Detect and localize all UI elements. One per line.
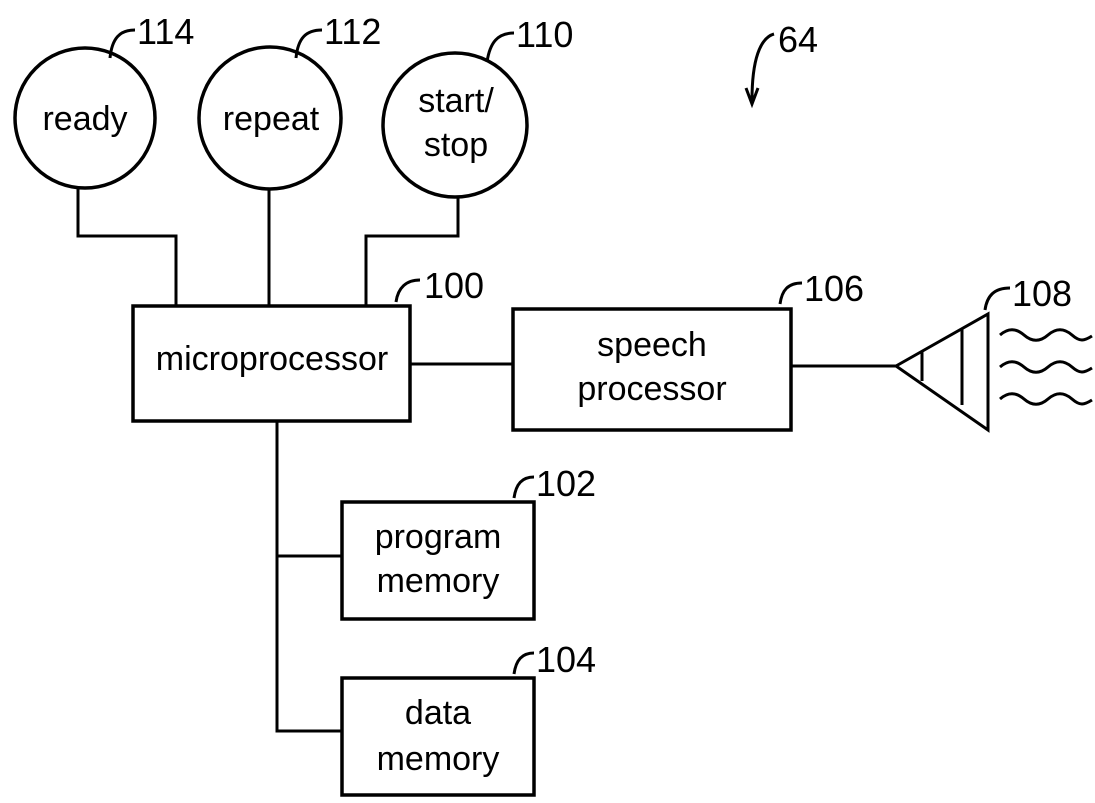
data-memory-label-line2: memory <box>377 740 500 778</box>
start-stop-wire <box>364 197 460 306</box>
sound-waves-icon <box>999 328 1093 406</box>
ready-wire <box>76 188 178 306</box>
repeat-ref-leader <box>294 28 323 59</box>
microprocessor-box <box>131 304 412 423</box>
data-memory-box <box>340 676 536 797</box>
program-memory-ref-leader <box>512 475 535 499</box>
speaker-ref: 108 <box>1012 273 1072 314</box>
memory-bus-wire <box>275 421 342 733</box>
speech-processor-box <box>511 307 793 432</box>
ready-button-label: ready <box>42 100 127 138</box>
sound-wave-2 <box>999 360 1093 374</box>
repeat-ref: 112 <box>324 11 381 52</box>
start-stop-button: start/ stop 110 <box>381 14 573 199</box>
sound-wave-1 <box>999 328 1093 342</box>
microprocessor-ref: 100 <box>424 265 484 306</box>
ready-button-circle <box>13 46 157 190</box>
microprocessor-ref-leader <box>394 278 421 303</box>
microprocessor-label: microprocessor <box>156 340 388 378</box>
program-memory-box <box>340 500 536 621</box>
program-memory-label-line1: program <box>375 518 502 556</box>
program-memory-block: program memory 102 <box>340 463 596 621</box>
speech-processor-block: speech processor 106 <box>511 268 864 432</box>
figure-number: 64 <box>778 19 818 60</box>
speaker-cone <box>893 311 990 433</box>
data-memory-label-line1: data <box>405 694 471 732</box>
ready-ref-leader <box>108 28 136 59</box>
start-stop-ref: 110 <box>516 14 573 55</box>
figure-arrow <box>750 32 775 101</box>
speech-processor-ref: 106 <box>804 268 864 309</box>
data-memory-ref: 104 <box>536 639 596 680</box>
program-memory-ref: 102 <box>536 463 596 504</box>
figure-arrowhead <box>744 87 760 109</box>
start-stop-label-line2: stop <box>424 126 488 164</box>
ready-button: ready 114 <box>13 11 194 190</box>
speaker-ref-leader <box>983 286 1011 311</box>
speech-processor-label-line1: speech <box>597 326 707 364</box>
data-memory-ref-leader <box>512 651 535 675</box>
speech-processor-ref-leader <box>778 281 803 305</box>
program-memory-label-line2: memory <box>377 562 500 600</box>
repeat-button: repeat 112 <box>197 11 381 191</box>
ready-ref: 114 <box>137 11 194 52</box>
start-stop-button-circle <box>381 51 529 199</box>
speech-processor-label-line2: processor <box>577 370 726 408</box>
repeat-button-label: repeat <box>223 100 320 138</box>
data-memory-block: data memory 104 <box>340 639 596 797</box>
microprocessor-block: microprocessor 100 <box>131 265 484 423</box>
speaker-icon: 108 <box>893 273 1072 433</box>
sound-wave-3 <box>999 392 1093 406</box>
start-stop-ref-leader <box>485 31 515 63</box>
start-stop-label-line1: start/ <box>418 82 494 120</box>
